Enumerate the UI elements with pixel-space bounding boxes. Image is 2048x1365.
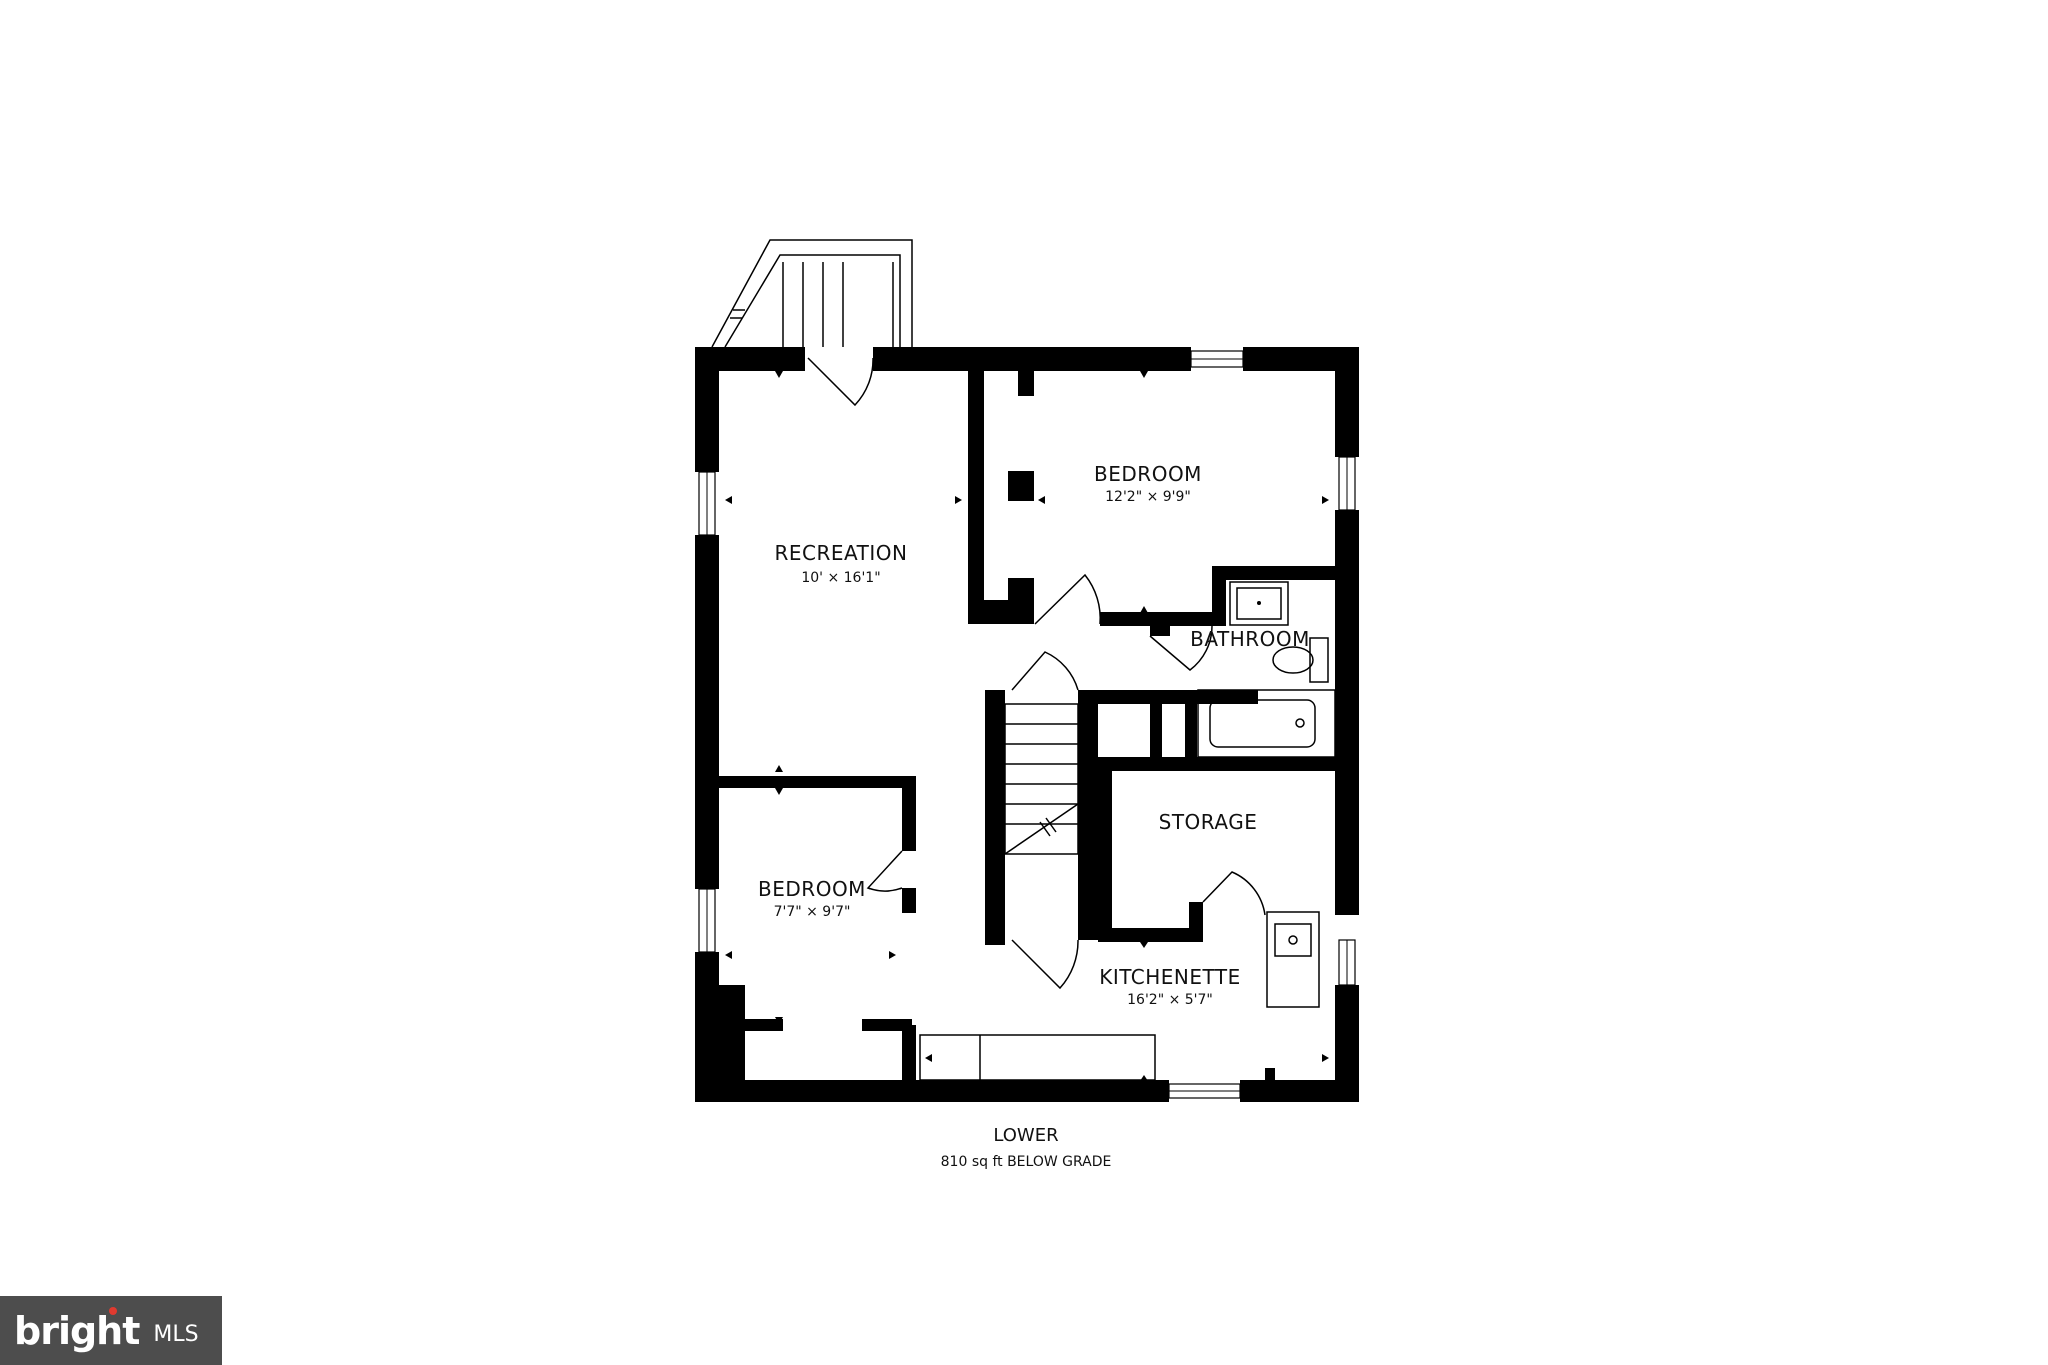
dimension-markers xyxy=(725,371,1329,1081)
room-labels: RECREATION 10' × 16'1" BEDROOM 12'2" × 9… xyxy=(758,462,1310,1008)
bathroom-fixtures xyxy=(1197,581,1336,758)
floor-title: LOWER xyxy=(993,1125,1058,1146)
bathroom-name: BATHROOM xyxy=(1190,627,1310,651)
recreation-name: RECREATION xyxy=(775,541,908,565)
exterior-walls xyxy=(695,347,1359,1102)
kitchenette-name: KITCHENETTE xyxy=(1099,965,1241,989)
bedroom-upper-name: BEDROOM xyxy=(1094,462,1202,486)
bedroom-lower-name: BEDROOM xyxy=(758,877,866,901)
bedroom-upper-dims: 12'2" × 9'9" xyxy=(1105,489,1191,505)
bedroom-lower-dims: 7'7" × 9'7" xyxy=(774,904,851,920)
recreation-dims: 10' × 16'1" xyxy=(801,570,880,586)
interior-walls xyxy=(719,371,1359,1102)
logo-brand: bright xyxy=(14,1308,140,1353)
windows xyxy=(698,350,1356,1099)
logo-accent-dot xyxy=(109,1306,118,1315)
kitchenette-fixtures xyxy=(919,911,1320,1081)
logo-suffix: MLS xyxy=(153,1322,199,1347)
interior-stairs xyxy=(1004,703,1079,855)
doors xyxy=(807,357,1266,990)
exterior-stairs xyxy=(711,239,913,348)
kitchenette-dims: 16'2" × 5'7" xyxy=(1127,992,1213,1008)
floor-subtitle: 810 sq ft BELOW GRADE xyxy=(941,1154,1112,1170)
bright-mls-logo: bright MLS xyxy=(0,1296,222,1365)
storage-name: STORAGE xyxy=(1159,810,1258,834)
